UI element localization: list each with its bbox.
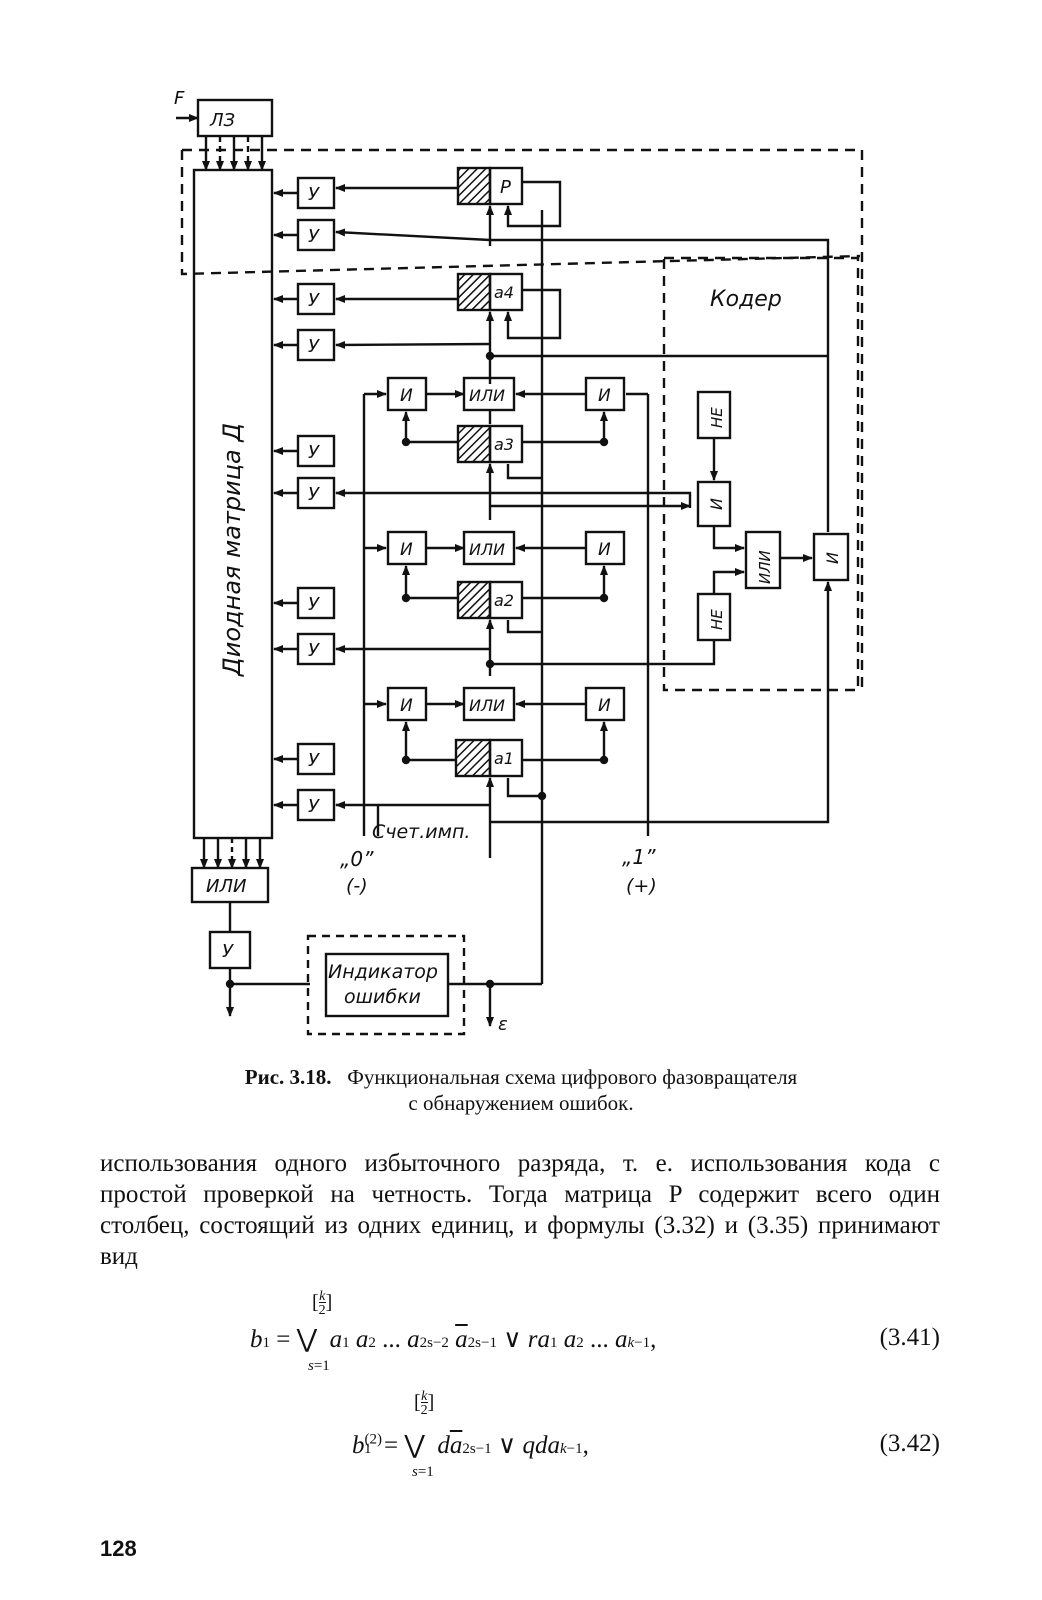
register-a1-label: a1 — [494, 749, 514, 768]
amplifier-label: У — [308, 226, 320, 247]
amplifier-label: У — [308, 796, 320, 817]
and-gate-label: И — [598, 540, 611, 560]
or-gate-label: ИЛИ — [469, 696, 505, 715]
amplifier-label: У — [308, 442, 320, 463]
count-pulses-label: Счет.имп. — [372, 821, 470, 843]
caption-line-1: Функциональная схема цифрового фазовраща… — [347, 1065, 798, 1089]
input-zero-sign: (-) — [346, 875, 368, 897]
register-a4-label: a4 — [494, 283, 514, 302]
equation-number-3-41: (3.41) — [879, 1324, 940, 1351]
or-gate-label: ИЛИ — [756, 550, 774, 584]
amplifier-label: У — [222, 941, 234, 962]
register-a3-label: a3 — [494, 435, 514, 454]
paragraph-text: использования одного избыточного разряда… — [100, 1150, 940, 1270]
diode-matrix-label: Диодная матрица Д — [218, 423, 246, 677]
amplifier-label: У — [308, 594, 320, 615]
and-gate-label: И — [400, 540, 413, 560]
not-gate-label: НЕ — [708, 407, 726, 428]
error-indicator-label: Индикатор — [328, 961, 438, 983]
and-gate-label: И — [823, 552, 842, 564]
functional-diagram: F ЛЗ Диодная матрица Д У У У У У У У У У… — [174, 88, 864, 1036]
input-one-sign: (+) — [626, 875, 657, 897]
register-p-hatch — [456, 166, 492, 206]
register-p-label: P — [500, 177, 511, 198]
register-p-box — [488, 166, 524, 206]
and-gate-label: И — [707, 498, 726, 510]
coder-frame — [662, 256, 860, 692]
amplifier-label: У — [308, 640, 320, 661]
or-output-label: ИЛИ — [206, 876, 246, 897]
error-indicator-frame — [306, 934, 466, 1036]
equation-number-3-42: (3.42) — [879, 1430, 940, 1457]
input-one-label: „1” — [622, 845, 656, 869]
amplifier-label: У — [308, 290, 320, 311]
error-indicator-label: ошибки — [344, 986, 421, 1008]
figure-number: Рис. 3.18. — [244, 1065, 332, 1089]
and-gate-label: И — [400, 386, 413, 406]
page-number: 128 — [100, 1536, 137, 1561]
and-gate-label: И — [598, 696, 611, 716]
amplifier-label: У — [308, 336, 320, 357]
or-gate-label: ИЛИ — [469, 540, 505, 559]
amplifier-label: У — [308, 484, 320, 505]
caption-line-2: с обнаружением ошибок. — [408, 1091, 634, 1115]
not-gate-label: НЕ — [708, 609, 726, 630]
and-gate-label: И — [598, 386, 611, 406]
delay-line-label: ЛЗ — [209, 110, 236, 131]
amplifier-label: У — [308, 184, 320, 205]
or-gate-label: ИЛИ — [469, 386, 505, 405]
figure-caption: Рис. 3.18. Функциональная схема цифровог… — [0, 1064, 1042, 1116]
input-f-label: F — [174, 88, 185, 109]
body-paragraph: использования одного избыточного разряда… — [100, 1148, 940, 1272]
input-zero-label: „0” — [340, 847, 374, 871]
amplifier-label: У — [308, 750, 320, 771]
coder-label: Кодер — [710, 287, 782, 312]
and-gate-label: И — [400, 696, 413, 716]
register-a2-label: a2 — [494, 591, 514, 610]
output-epsilon-label: ε — [498, 1014, 508, 1035]
